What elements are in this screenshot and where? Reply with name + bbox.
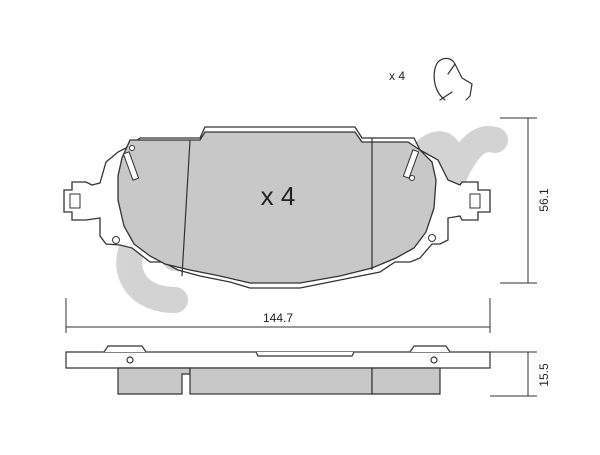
side-bump-left <box>103 345 147 353</box>
side-bump-right <box>409 345 451 353</box>
left-ear-slot <box>69 193 81 209</box>
thickness-dimension-label: 15.5 <box>537 363 551 387</box>
side-friction-block-center <box>189 367 373 395</box>
side-friction-block-left <box>117 367 191 395</box>
right-ear-slot <box>469 193 481 209</box>
height-dimension <box>500 117 537 284</box>
side-friction-block-right <box>371 367 441 395</box>
side-bump-center <box>255 351 355 357</box>
wear-pin-left <box>122 145 140 181</box>
left-ear-tabs <box>69 193 81 209</box>
side-hole-left <box>126 356 134 364</box>
plate-hole-left <box>112 236 120 244</box>
side-view <box>65 345 491 395</box>
clip-quantity-label: x 4 <box>389 69 405 83</box>
width-dimension <box>65 298 491 333</box>
thickness-dimension <box>490 351 537 397</box>
side-hole-right <box>430 356 438 364</box>
width-dimension-label: 144.7 <box>263 311 293 325</box>
pad-quantity-label: x 4 <box>261 181 296 211</box>
spring-clip-icon <box>433 57 473 101</box>
height-dimension-label: 56.1 <box>537 188 551 212</box>
right-ear-tabs <box>469 193 481 209</box>
plate-hole-right <box>428 234 436 242</box>
friction-slot-left <box>181 139 191 277</box>
wear-pin-right <box>402 149 420 181</box>
